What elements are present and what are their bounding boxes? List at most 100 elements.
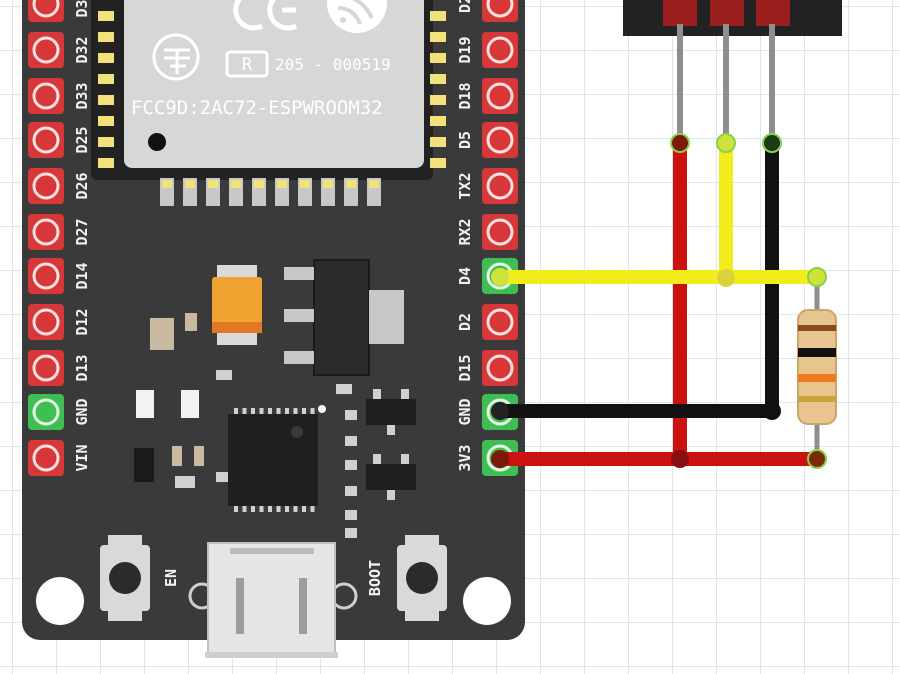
junction-dot xyxy=(491,268,509,286)
sensor-pin xyxy=(663,0,697,26)
chip-pin xyxy=(302,408,306,414)
resistor-band xyxy=(798,325,836,331)
pin-right-d2[interactable]: D2 xyxy=(456,304,518,340)
transistor xyxy=(366,464,416,490)
module-pad xyxy=(346,180,356,188)
pin-label: D15 xyxy=(456,354,474,381)
pin-label: D5 xyxy=(456,131,474,149)
chip-pin xyxy=(259,408,264,414)
module-pad xyxy=(254,180,264,188)
pin-label: RX2 xyxy=(456,218,474,245)
module-shield xyxy=(124,0,424,168)
smd-capacitor xyxy=(150,318,174,350)
module-pad xyxy=(300,180,310,188)
module-pad xyxy=(430,137,446,147)
chip-pin xyxy=(259,506,264,512)
ce-mark-icon xyxy=(233,0,298,31)
pin-label: D19 xyxy=(456,36,474,63)
boot-button[interactable]: BOOT xyxy=(366,535,447,621)
pin-label: D18 xyxy=(456,82,474,109)
module-pad xyxy=(430,158,446,168)
sensor-pin xyxy=(710,0,744,26)
chip-pin xyxy=(285,506,289,512)
junction-dot xyxy=(763,402,781,420)
en-button[interactable]: EN xyxy=(100,535,180,621)
pin-label: TX2 xyxy=(456,172,474,199)
wires xyxy=(491,133,827,469)
voltage-regulator xyxy=(313,259,370,376)
chip-pin xyxy=(293,408,298,414)
espressif-logo-icon xyxy=(327,0,387,33)
pin-label: D26 xyxy=(73,172,91,199)
pin-left-d33[interactable]: D33 xyxy=(28,78,91,114)
junction-dot xyxy=(670,133,690,153)
module-pad xyxy=(162,180,172,188)
pin-left-d12[interactable]: D12 xyxy=(28,304,91,340)
resistor-band xyxy=(798,348,836,357)
module-pad xyxy=(98,74,114,84)
chip-pin xyxy=(276,408,281,414)
chip-pin xyxy=(268,506,272,512)
en-button-label: EN xyxy=(162,569,180,587)
chip-pin xyxy=(276,506,281,512)
junction-dot xyxy=(762,133,782,153)
pin-left-d14[interactable]: D14 xyxy=(28,258,91,294)
module-pad xyxy=(430,11,446,21)
usb-uart-chip xyxy=(228,414,318,506)
module-pad xyxy=(430,74,446,84)
module-pad xyxy=(430,95,446,105)
module-pad xyxy=(323,180,333,188)
junction-dot xyxy=(491,402,509,420)
cert-number-label: 205 - 000519 xyxy=(275,55,391,74)
pin-left-vin[interactable]: VIN xyxy=(28,440,91,476)
diode xyxy=(134,448,154,482)
fcc-id-label: FCC9D:2AC72-ESPWROOM32 xyxy=(131,97,383,119)
chip-pin xyxy=(242,506,247,512)
pin-label: D32 xyxy=(73,36,91,63)
junction-dot xyxy=(491,450,509,468)
module-pad xyxy=(208,180,218,188)
pin-label: D14 xyxy=(73,262,91,289)
chip-pin xyxy=(310,506,315,512)
pin-right-d5[interactable]: D5 xyxy=(456,122,518,158)
pin-left-gnd[interactable]: GND xyxy=(28,394,91,430)
module-pad xyxy=(98,116,114,126)
boot-button-label: BOOT xyxy=(366,560,384,596)
pin-label: 3V3 xyxy=(456,444,474,471)
pin-left-d27[interactable]: D27 xyxy=(28,214,91,250)
pin-label: D2 xyxy=(456,0,474,13)
pin-right-tx2[interactable]: TX2 xyxy=(456,168,518,204)
mounting-hole xyxy=(463,577,511,625)
module-pad xyxy=(98,158,114,168)
resistor-band xyxy=(798,396,836,402)
pin-label: D27 xyxy=(73,218,91,245)
pin-left-d26[interactable]: D26 xyxy=(28,168,91,204)
onboard-components xyxy=(134,259,416,538)
pin-label: GND xyxy=(73,398,91,425)
pin-right-rx2[interactable]: RX2 xyxy=(456,214,518,250)
pin-label: D34 xyxy=(73,0,91,18)
module-pad xyxy=(98,32,114,42)
module-pad xyxy=(98,11,114,21)
pin-right-d18[interactable]: D18 xyxy=(456,78,518,114)
module-pad xyxy=(231,180,241,188)
chip-pin xyxy=(285,408,289,414)
module-pad xyxy=(98,95,114,105)
tantalum-capacitor xyxy=(212,277,262,333)
pin-left-d25[interactable]: D25 xyxy=(28,122,91,158)
module-pad xyxy=(277,180,287,188)
pin-right-d19[interactable]: D19 xyxy=(456,32,518,68)
cert-mark-label: R xyxy=(242,55,253,75)
pin-label: D13 xyxy=(73,354,91,381)
pin-label: GND xyxy=(456,398,474,425)
pin-right-d2[interactable]: D2 xyxy=(456,0,518,22)
chip-pin xyxy=(268,408,272,414)
pin-left-d32[interactable]: D32 xyxy=(28,32,91,68)
pin-right-d15[interactable]: D15 xyxy=(456,350,518,386)
module-pad xyxy=(369,180,379,188)
sensor-pin xyxy=(756,0,790,26)
module-pad xyxy=(98,137,114,147)
pin-left-d34[interactable]: D34 xyxy=(28,0,91,22)
pin-left-d13[interactable]: D13 xyxy=(28,350,91,386)
